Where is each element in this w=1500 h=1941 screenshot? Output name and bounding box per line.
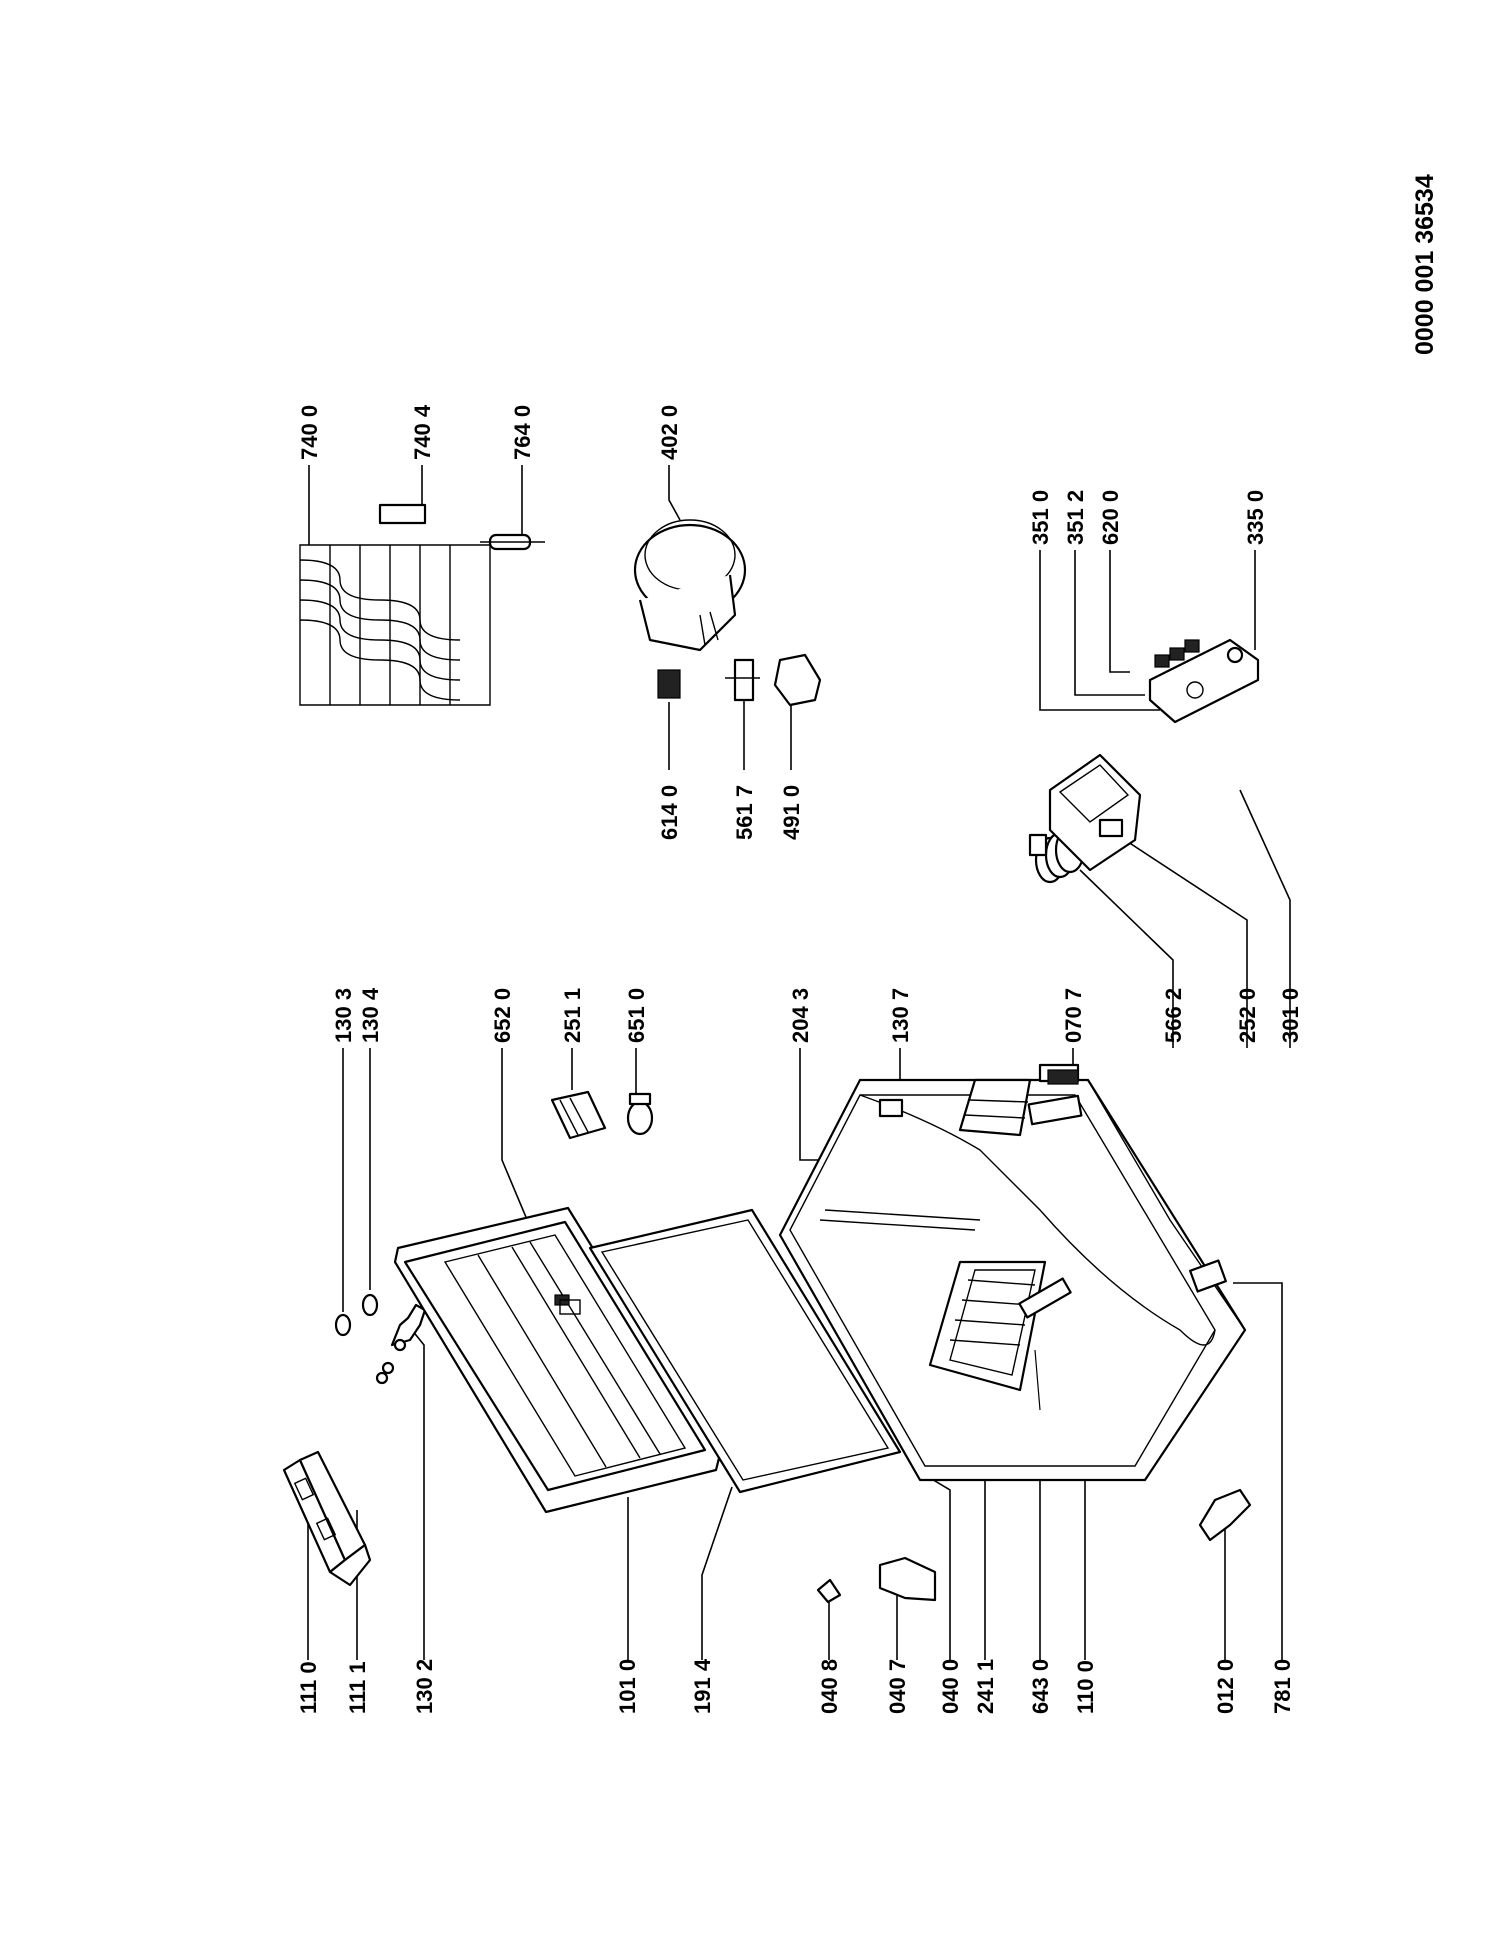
part-label: 040 7	[885, 1659, 910, 1714]
thermostat-drawing	[1048, 753, 1142, 872]
part-040-0[interactable]: 040 0	[924, 1474, 963, 1714]
handle-drawing	[282, 1450, 372, 1587]
part-label: 241 1	[973, 1659, 998, 1714]
bracket-drawing	[1018, 1277, 1072, 1411]
hinge-drawing	[390, 1303, 427, 1352]
part-label: 561 7	[732, 785, 757, 840]
part-643-0[interactable]: 643 0	[1028, 1370, 1053, 1714]
part-335-0[interactable]: 335 0	[1243, 490, 1268, 650]
lamp-drawing	[626, 1092, 654, 1136]
part-label: 652 0	[490, 988, 515, 1043]
part-191-4[interactable]: 191 4	[690, 1486, 733, 1714]
part-351-2[interactable]: 351 2	[1063, 490, 1145, 696]
condenser-bracket-drawing	[378, 503, 545, 551]
part-label: 251 1	[560, 988, 585, 1043]
compressor-drawing	[633, 519, 747, 652]
part-351-0[interactable]: 351 0	[1028, 490, 1160, 711]
part-label: 191 4	[690, 1658, 715, 1714]
part-130-4[interactable]: 130 4	[358, 987, 383, 1290]
relay-parts-drawing	[657, 653, 822, 707]
part-130-2[interactable]: 130 2	[407, 1324, 437, 1714]
part-label: 651 0	[624, 988, 649, 1043]
part-651-0[interactable]: 651 0	[624, 988, 649, 1098]
part-130-3[interactable]: 130 3	[331, 988, 356, 1312]
part-620-0[interactable]: 620 0	[1098, 490, 1130, 673]
part-label: 491 0	[779, 785, 804, 840]
part-label: 130 2	[412, 1659, 437, 1714]
part-label: 111 0	[296, 1661, 321, 1714]
part-781-0[interactable]: 781 0	[1233, 1282, 1295, 1714]
part-012-0[interactable]: 012 0	[1213, 1518, 1238, 1714]
part-111-1[interactable]: 111 1	[345, 1510, 370, 1714]
part-label: 130 7	[888, 988, 913, 1043]
part-614-0[interactable]: 614 0	[657, 702, 682, 840]
part-491-0[interactable]: 491 0	[779, 705, 804, 840]
part-label: 351 0	[1028, 490, 1053, 545]
control-panel-drawing	[1148, 638, 1260, 724]
part-101-0[interactable]: 101 0	[615, 1497, 640, 1714]
part-label: 614 0	[657, 785, 682, 840]
part-label: 012 0	[1213, 1659, 1238, 1714]
hinge-clip-drawing	[334, 1293, 395, 1385]
divider-basket-drawing	[958, 1078, 1032, 1137]
part-label: 040 8	[817, 1659, 842, 1714]
part-561-7[interactable]: 561 7	[732, 700, 757, 840]
part-label: 130 3	[331, 988, 356, 1043]
part-label: 740 0	[297, 405, 322, 460]
part-label: 101 0	[615, 1659, 640, 1714]
part-label: 110 0	[1073, 1660, 1098, 1714]
part-252-0[interactable]: 252 0	[1124, 839, 1260, 1048]
part-301-0[interactable]: 301 0	[1239, 789, 1303, 1048]
part-402-0[interactable]: 402 0	[657, 405, 682, 521]
part-label: 335 0	[1243, 490, 1268, 545]
gasket-drawing	[588, 1208, 902, 1494]
part-label: 130 4	[358, 987, 383, 1043]
hinge-plate-drawing	[878, 1069, 1079, 1118]
part-740-0[interactable]: 740 0	[297, 405, 322, 545]
lamp-holder-drawing	[550, 1090, 607, 1140]
part-label: 040 0	[938, 1659, 963, 1714]
part-label: 781 0	[1270, 1659, 1295, 1714]
part-251-1[interactable]: 251 1	[560, 988, 585, 1090]
part-label: 351 2	[1063, 490, 1088, 545]
part-label: 070 7	[1061, 988, 1086, 1043]
part-label: 111 1	[345, 1661, 370, 1714]
part-label: 643 0	[1028, 1659, 1053, 1714]
part-070-7[interactable]: 070 7	[1061, 988, 1086, 1070]
document-id: 0000 001 36534	[1411, 174, 1439, 355]
part-label: 204 3	[788, 988, 813, 1043]
part-764-0[interactable]: 764 0	[510, 405, 535, 540]
small-clips-drawing	[816, 1488, 1252, 1604]
part-111-0[interactable]: 111 0	[296, 1512, 321, 1714]
part-label: 620 0	[1098, 490, 1123, 545]
part-130-7[interactable]: 130 7	[888, 988, 913, 1100]
part-label: 402 0	[657, 405, 682, 460]
part-040-8[interactable]: 040 8	[817, 1592, 842, 1714]
condenser-drawing	[299, 544, 491, 706]
part-740-4[interactable]: 740 4	[410, 404, 435, 505]
part-566-2[interactable]: 566 2	[1079, 869, 1186, 1048]
part-label: 764 0	[510, 405, 535, 460]
part-label: 740 4	[410, 404, 435, 460]
